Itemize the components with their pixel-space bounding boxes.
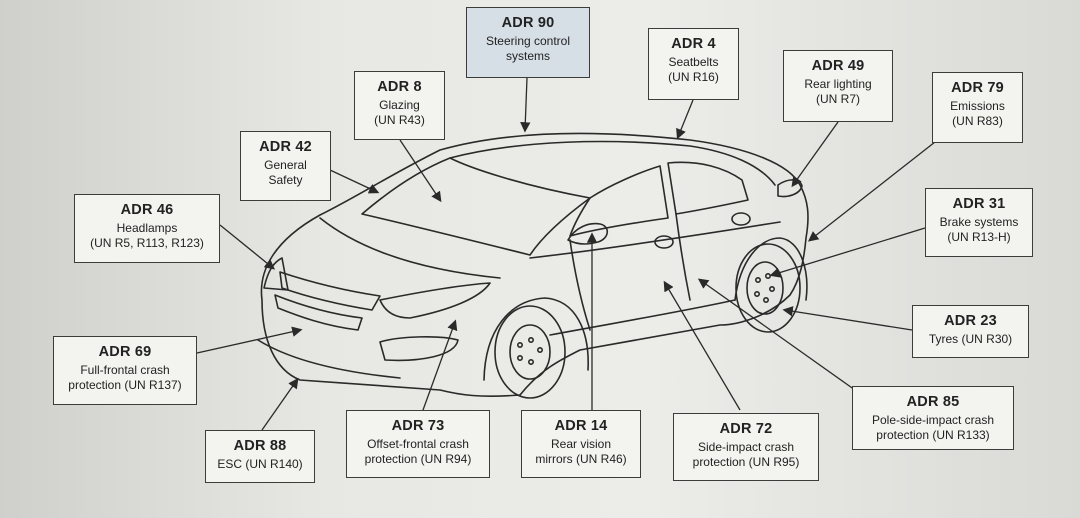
leader-adr4 — [676, 99, 694, 140]
leader-adr73 — [422, 319, 458, 411]
label-code: ADR 88 — [233, 438, 287, 454]
label-code: ADR 73 — [391, 418, 445, 434]
label-desc: protection (UN R95) — [692, 455, 800, 470]
label-desc: mirrors (UN R46) — [535, 452, 627, 467]
lower-grille — [274, 294, 363, 331]
label-adr88: ADR 88 ESC (UN R140) — [205, 430, 315, 483]
label-adr85: ADR 85 Pole-side-impact crash protection… — [852, 386, 1014, 450]
label-desc: (UN R5, R113, R123) — [90, 236, 204, 251]
label-desc: Tyres (UN R30) — [928, 332, 1013, 347]
label-desc: protection (UN R94) — [364, 452, 472, 467]
front-wheel-arch — [483, 297, 589, 381]
label-code: ADR 42 — [259, 139, 312, 155]
front-wheel — [494, 305, 566, 399]
bumper-line — [257, 339, 401, 379]
leader-adr85 — [697, 278, 856, 391]
label-adr8: ADR 8 Glazing (UN R43) — [354, 71, 445, 140]
leader-adr90 — [520, 77, 531, 133]
fog-lamp — [379, 336, 459, 362]
leader-adr8 — [399, 139, 442, 203]
rear-door-line — [675, 213, 691, 301]
label-code: ADR 46 — [120, 202, 174, 218]
headlamp-right — [379, 282, 491, 319]
label-code: ADR 31 — [952, 196, 1006, 212]
label-desc: Glazing — [379, 98, 420, 113]
label-desc: (UN R43) — [374, 113, 425, 128]
label-desc: Pole-side-impact crash — [871, 413, 995, 428]
door-handle — [654, 235, 674, 249]
rear-hub — [746, 261, 784, 315]
label-desc: Emissions — [950, 99, 1005, 114]
label-adr73: ADR 73 Offset-frontal crash protection (… — [346, 410, 490, 478]
front-side-window — [569, 165, 669, 237]
front-hub — [509, 324, 551, 380]
label-adr31: ADR 31 Brake systems (UN R13-H) — [925, 188, 1033, 257]
leader-adr42 — [329, 169, 380, 194]
label-desc: protection (UN R137) — [68, 378, 182, 393]
sill-line — [549, 299, 736, 336]
label-adr42: ADR 42 General Safety — [240, 131, 331, 201]
leader-adr79 — [807, 141, 936, 242]
upper-grille — [279, 271, 381, 311]
label-code: ADR 69 — [98, 344, 152, 360]
door-belt-line — [529, 221, 781, 259]
label-desc: Rear lighting — [804, 77, 872, 92]
leader-adr46 — [219, 224, 276, 270]
label-desc: Seatbelts — [668, 55, 719, 70]
roof-line — [449, 140, 776, 186]
label-adr46: ADR 46 Headlamps (UN R5, R113, R123) — [74, 194, 220, 263]
label-code: ADR 14 — [554, 418, 608, 434]
label-code: ADR 90 — [501, 15, 555, 31]
rear-light — [777, 179, 803, 198]
leader-adr49 — [791, 121, 839, 188]
label-adr72: ADR 72 Side-impact crash protection (UN … — [673, 413, 819, 481]
label-desc: Brake systems — [939, 215, 1019, 230]
leader-adr31 — [769, 227, 926, 278]
label-desc: Offset-frontal crash — [367, 437, 469, 452]
label-desc: Full-frontal crash — [80, 363, 170, 378]
rear-side-window — [667, 161, 749, 215]
label-desc: (UN R83) — [952, 114, 1003, 129]
label-code: ADR 8 — [377, 79, 422, 95]
label-adr23: ADR 23 Tyres (UN R30) — [912, 305, 1029, 358]
car-body-outline — [260, 132, 809, 397]
label-desc: (UN R16) — [668, 70, 719, 85]
rear-wheel — [735, 243, 801, 333]
label-desc: Safety — [268, 173, 303, 188]
leader-adr69 — [196, 326, 303, 354]
label-desc: systems — [505, 49, 550, 64]
label-code: ADR 49 — [811, 58, 865, 74]
label-desc: Rear vision — [550, 437, 612, 452]
label-desc: (UN R13-H) — [947, 230, 1011, 245]
label-desc: Side-impact crash — [697, 440, 795, 455]
label-adr79: ADR 79 Emissions (UN R83) — [932, 72, 1023, 143]
leader-adr88 — [261, 377, 299, 431]
label-desc: Steering control — [485, 34, 571, 49]
label-code: ADR 23 — [944, 313, 997, 329]
label-adr14: ADR 14 Rear vision mirrors (UN R46) — [521, 410, 641, 478]
label-adr69: ADR 69 Full-frontal crash protection (UN… — [53, 336, 197, 405]
leader-adr23 — [782, 306, 913, 331]
label-code: ADR 4 — [671, 36, 716, 52]
label-code: ADR 85 — [906, 394, 960, 410]
label-code: ADR 79 — [951, 80, 1004, 96]
leader-adr72 — [663, 280, 741, 411]
side-mirror — [567, 222, 609, 245]
rear-wheel-arch — [734, 237, 808, 301]
front-door-line — [569, 239, 591, 331]
label-desc: (UN R7) — [816, 92, 860, 107]
label-desc: General — [264, 158, 307, 173]
fuel-door — [731, 212, 751, 226]
label-desc: ESC (UN R140) — [217, 457, 303, 472]
hood-line — [319, 217, 501, 279]
label-adr49: ADR 49 Rear lighting (UN R7) — [783, 50, 893, 122]
label-code: ADR 72 — [719, 421, 773, 437]
label-desc: Headlamps — [116, 221, 178, 236]
label-desc: protection (UN R133) — [876, 428, 990, 443]
label-adr4: ADR 4 Seatbelts (UN R16) — [648, 28, 739, 100]
label-adr90: ADR 90 Steering control systems — [466, 7, 590, 78]
